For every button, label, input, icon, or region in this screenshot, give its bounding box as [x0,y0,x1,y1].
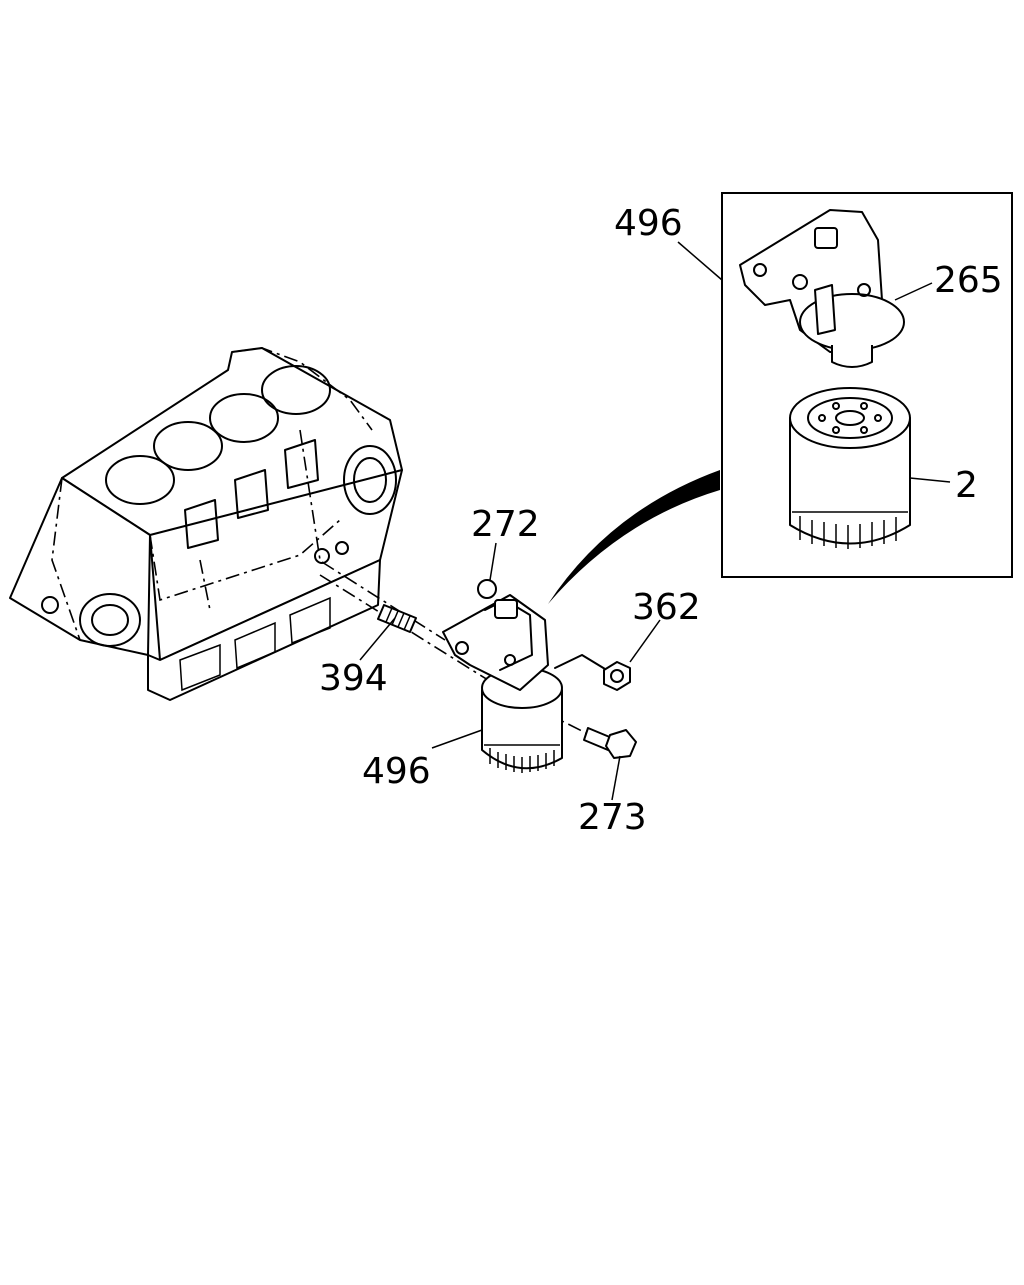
detail-inset [721,192,1013,578]
callout-273: 273 [578,797,647,838]
callout-2: 2 [955,465,978,506]
oil-filter-assembly-icon [442,594,563,773]
callout-272: 272 [471,504,540,545]
filter-head-icon [739,209,905,368]
detail-connector [548,470,720,604]
leader-lines [359,241,951,801]
bolt-icon [583,727,637,759]
engine-block-icon [9,347,403,701]
callout-362: 362 [632,587,701,628]
oil-filter-cartridge-icon [789,387,911,549]
nut-icon [603,661,631,691]
callout-496-main: 496 [362,751,431,792]
callout-394: 394 [319,658,388,699]
callout-265: 265 [934,260,1003,301]
callout-496-inset: 496 [614,203,683,244]
o-ring-icon [477,579,497,599]
